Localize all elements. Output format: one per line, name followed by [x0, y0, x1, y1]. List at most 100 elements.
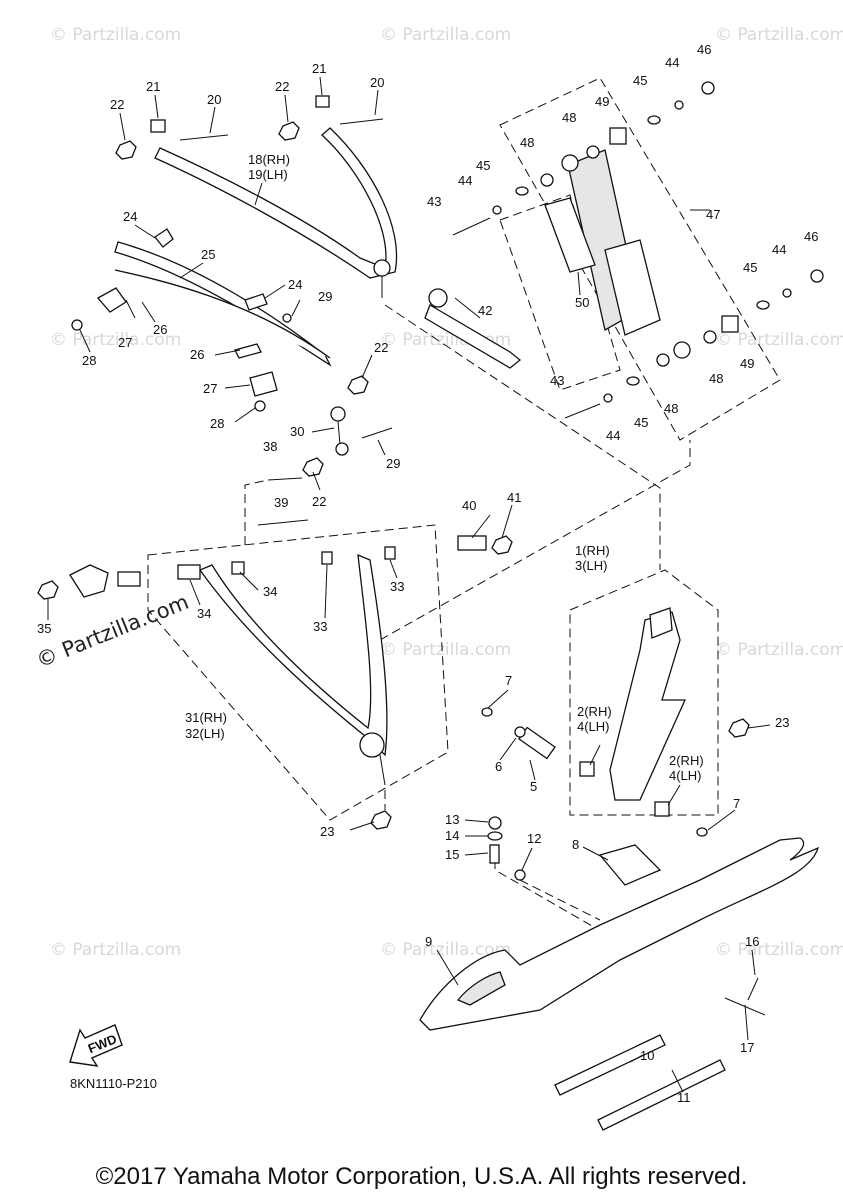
watermark: © Partzilla.com — [50, 940, 181, 960]
callout-label: 42 — [478, 303, 492, 318]
upper-arm-body — [154, 127, 398, 279]
callout-label: 8 — [572, 837, 579, 852]
callout-label: 34 — [197, 606, 211, 621]
callout-label: 12 — [527, 831, 541, 846]
callout-label: 44 — [606, 428, 620, 443]
bolt-29-top — [282, 313, 292, 323]
bolt-38 — [267, 477, 303, 481]
callout-label: 49 — [595, 94, 609, 109]
callout-label: 46 — [697, 42, 711, 57]
callout-label: 20 — [207, 92, 221, 107]
watermark: © Partzilla.com — [715, 940, 843, 960]
callout-label: 44 — [665, 55, 679, 70]
washer-7-right — [696, 827, 708, 837]
copyright-notice: ©2017 Yamaha Motor Corporation, U.S.A. A… — [95, 1163, 748, 1190]
leader — [464, 852, 489, 856]
bracket-27-bottom — [249, 371, 278, 397]
callout-label: 38 — [263, 439, 277, 454]
spanner-head — [428, 288, 448, 308]
leader — [119, 112, 126, 141]
leader — [361, 354, 373, 379]
leader-ski-nut — [519, 879, 601, 921]
leader — [577, 271, 581, 296]
leader — [284, 94, 289, 123]
callout-label: 11 — [677, 1090, 691, 1105]
bolt-28-bottom — [254, 400, 266, 412]
callout-label: 21 — [146, 79, 160, 94]
callout-label: 6 — [495, 759, 502, 774]
bolt-43-top — [452, 217, 491, 236]
washer-45-d — [626, 376, 640, 386]
callout-label: 2(RH) — [669, 753, 704, 768]
washer-44-d — [603, 393, 613, 403]
leader — [125, 299, 136, 319]
bushing-2-4-lower — [654, 801, 670, 817]
leader — [264, 284, 286, 299]
callout-label: 35 — [37, 621, 51, 636]
leader — [629, 1054, 644, 1063]
nut-22-bar — [347, 375, 369, 395]
nut-22-left — [115, 140, 137, 160]
bolt-28-top — [71, 319, 83, 331]
callout-label: 24 — [288, 277, 302, 292]
leader-shock-spindle — [384, 304, 661, 570]
spindle-outline — [569, 569, 719, 816]
washer-6 — [514, 726, 526, 738]
watermark-large: © Partzilla.com — [33, 590, 192, 673]
washer-48-bottom-left — [656, 353, 670, 367]
callout-label: 23 — [775, 715, 789, 730]
decal-50 — [544, 197, 596, 273]
nut-22-right — [278, 121, 300, 141]
callout-label: 19(LH) — [248, 167, 288, 182]
callout-label: 28 — [210, 416, 224, 431]
leader — [374, 89, 379, 116]
bolt-20-right — [339, 118, 384, 125]
callout-label: 3(LH) — [575, 558, 608, 573]
link-rod — [302, 406, 393, 477]
callout-label: 25 — [201, 247, 215, 262]
ski-runner-10 — [554, 1034, 666, 1096]
callout-label: 33 — [390, 579, 404, 594]
nut-23-arm — [370, 810, 392, 830]
callout-label: 23 — [320, 824, 334, 839]
callout-label: 21 — [312, 61, 326, 76]
washer-44-b — [674, 100, 684, 110]
stabilizer-bar — [71, 228, 369, 412]
lower-arm-body — [198, 553, 388, 757]
leader — [311, 427, 335, 433]
callout-label: 4(LH) — [577, 719, 610, 734]
callout-label: 48 — [709, 371, 723, 386]
watermark: © Partzilla.com — [380, 640, 511, 660]
callout-label: 44 — [772, 242, 786, 257]
callout-label: 31(RH) — [185, 710, 227, 725]
leader — [747, 724, 771, 729]
callout-label: 2(RH) — [577, 704, 612, 719]
callout-label: 7 — [505, 673, 512, 688]
bushing-49-bottom — [721, 315, 739, 333]
bushing-49-top — [609, 127, 627, 145]
fwd-arrow-shape — [69, 1024, 123, 1067]
callout-label: 41 — [507, 490, 521, 505]
callout-label: 13 — [445, 812, 459, 827]
callout-label: 50 — [575, 295, 589, 310]
callout-label: 29 — [386, 456, 400, 471]
lower-arm-knuckle — [359, 732, 385, 758]
leader — [471, 514, 491, 539]
bar-25 — [114, 241, 332, 367]
washer-48-bottom-right — [703, 330, 717, 344]
dashed-outlines — [147, 77, 781, 946]
spindle-body — [609, 611, 687, 801]
leader — [234, 407, 256, 423]
bracket-36 — [69, 564, 109, 598]
bushing-33-right — [384, 546, 396, 560]
watermark: © Partzilla.com — [380, 25, 511, 45]
bolt-29-rod — [361, 427, 393, 439]
callout-label: 48 — [664, 401, 678, 416]
bushing-2-4-upper — [579, 761, 595, 777]
callout-label: 20 — [370, 75, 384, 90]
leader — [499, 737, 517, 761]
callout-label: 45 — [633, 73, 647, 88]
leader — [189, 579, 201, 606]
callout-label: 22 — [312, 494, 326, 509]
callout-label: 14 — [445, 828, 459, 843]
